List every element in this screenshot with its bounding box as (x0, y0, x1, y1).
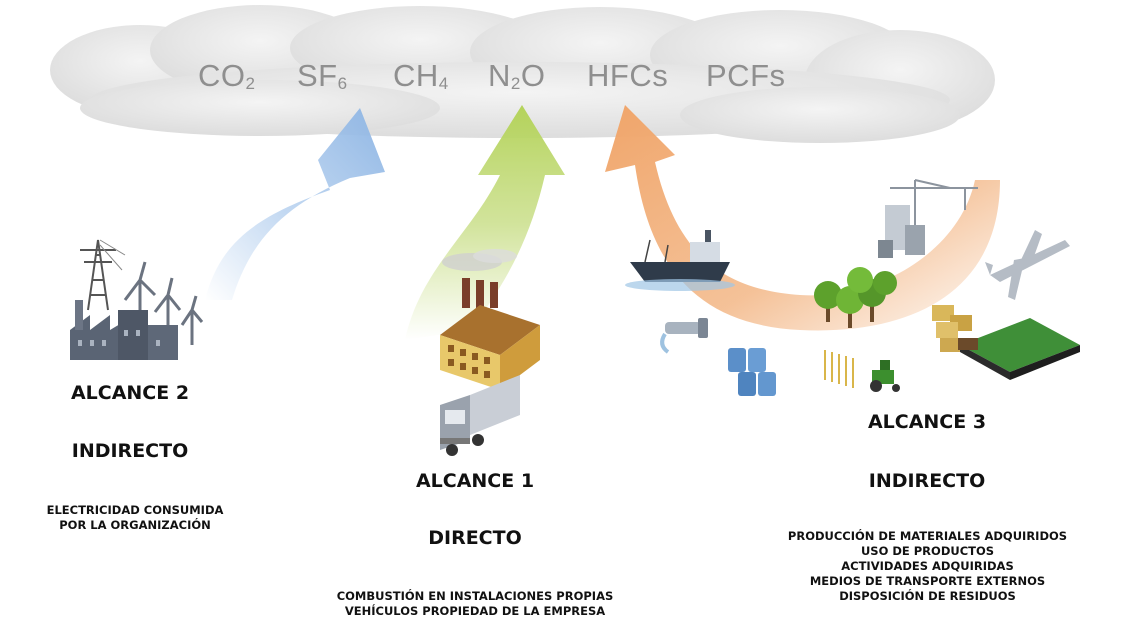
wind-turbine-icon (123, 261, 204, 345)
gas-n2o-label: N2O (488, 58, 545, 94)
gas-co2-main: CO (198, 58, 246, 93)
scope2-line: POR LA ORGANIZACIÓN (59, 518, 211, 532)
factory-icon (440, 249, 540, 390)
gas-co2-label: CO2 (198, 58, 255, 94)
scope1-type: DIRECTO (428, 527, 522, 549)
scope1-line: VEHÍCULOS PROPIEDAD DE LA EMPRESA (344, 604, 606, 618)
scope2-title: ALCANCE 2 (70, 382, 190, 404)
crane-icon (890, 179, 978, 240)
wheat-field-icon (824, 350, 854, 388)
scope3-title: ALCANCE 3 (867, 411, 987, 433)
gas-n2o-main: N (488, 58, 511, 93)
trees-icon (814, 267, 897, 328)
scope3-line: MEDIOS DE TRANSPORTE EXTERNOS (809, 574, 1046, 588)
gas-pcfs-label: PCFs (706, 58, 786, 94)
gas-hfcs-label: HFCs (587, 58, 668, 94)
cloud-icon (50, 5, 995, 143)
tractor-icon (870, 360, 900, 392)
scope3-type: INDIRECTO (868, 470, 986, 492)
scope3-line: ACTIVIDADES ADQUIRIDAS (841, 559, 1014, 573)
scope2-type: INDIRECTO (71, 440, 189, 462)
gas-n2o-sub: 2 (510, 74, 521, 93)
airplane-icon (985, 230, 1070, 300)
barrels-icon (728, 348, 776, 396)
gas-ch4-label: CH4 (393, 58, 449, 94)
gas-hfcs-main: HFCs (587, 58, 669, 93)
scope2-line: ELECTRICIDAD CONSUMIDA (46, 503, 224, 517)
scope3-description: PRODUCCIÓN DE MATERIALES ADQUIRIDOS USO … (745, 529, 1110, 604)
scope1-description: COMBUSTIÓN EN INSTALACIONES PROPIAS VEHÍ… (300, 589, 650, 619)
scope3-line: USO DE PRODUCTOS (860, 544, 995, 558)
scope2-arrow-icon (205, 108, 385, 300)
power-plant-icon (70, 300, 178, 360)
scope1-title: ALCANCE 1 (415, 470, 535, 492)
landfill-icon (958, 318, 1080, 380)
gas-co2-sub: 2 (245, 74, 256, 93)
gas-ch4-sub: 4 (438, 74, 449, 93)
scope1-line: COMBUSTIÓN EN INSTALACIONES PROPIAS (336, 589, 614, 603)
scope1-arrow-icon (405, 105, 565, 340)
gas-ch4-main: CH (393, 58, 439, 93)
scope3-line: DISPOSICIÓN DE RESIDUOS (839, 589, 1016, 603)
building-icon (878, 205, 925, 258)
gas-sf6-main: SF (297, 58, 338, 93)
scope2-description: ELECTRICIDAD CONSUMIDA POR LA ORGANIZACI… (0, 503, 270, 533)
gas-pcfs-main: PCFs (706, 58, 786, 93)
gas-sf6-sub: 6 (337, 74, 348, 93)
pipe-icon (660, 318, 708, 354)
truck-icon (440, 375, 520, 456)
scope3-line: PRODUCCIÓN DE MATERIALES ADQUIRIDOS (787, 529, 1068, 543)
ship-icon (625, 230, 735, 291)
boxes-icon (932, 305, 972, 352)
electricity-tower-icon (80, 239, 126, 311)
gas-sf6-label: SF6 (297, 58, 348, 94)
gas-n2o-tail: O (520, 58, 546, 93)
